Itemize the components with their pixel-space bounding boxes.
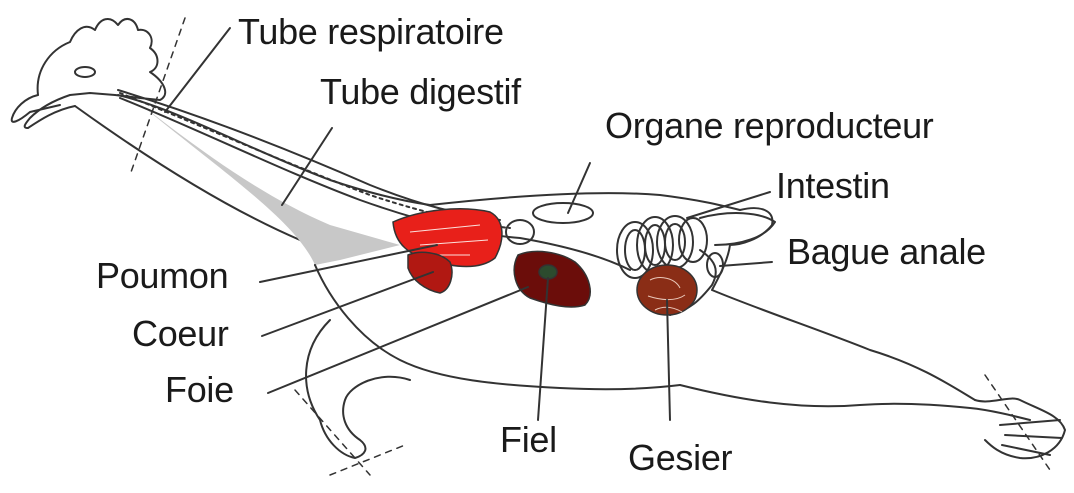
beak	[12, 95, 60, 122]
tail-feathers	[700, 213, 775, 245]
organe-reproducteur-shape	[533, 203, 593, 223]
leader-coeur	[262, 272, 433, 336]
foie-shape	[514, 251, 590, 307]
label-coeur: Coeur	[132, 316, 229, 352]
leader-bague-anale	[720, 262, 772, 266]
fiel-shape	[539, 265, 557, 279]
label-poumon: Poumon	[96, 258, 228, 294]
leader-gesier	[667, 300, 670, 420]
eye	[75, 67, 95, 77]
label-fiel: Fiel	[500, 422, 557, 458]
leader-tube-respiratoire	[165, 28, 230, 112]
label-tube-respiratoire: Tube respiratoire	[238, 14, 504, 50]
air-sac	[506, 220, 534, 244]
label-gesier: Gesier	[628, 440, 732, 476]
belly-outline	[315, 265, 680, 389]
label-bague-anale: Bague anale	[787, 234, 986, 270]
label-foie: Foie	[165, 372, 234, 408]
label-tube-digestif: Tube digestif	[320, 74, 521, 110]
throat-area	[140, 104, 400, 265]
label-organe-reproducteur: Organe reproducteur	[605, 108, 934, 144]
label-intestin: Intestin	[776, 168, 890, 204]
leg-right	[680, 385, 1030, 420]
